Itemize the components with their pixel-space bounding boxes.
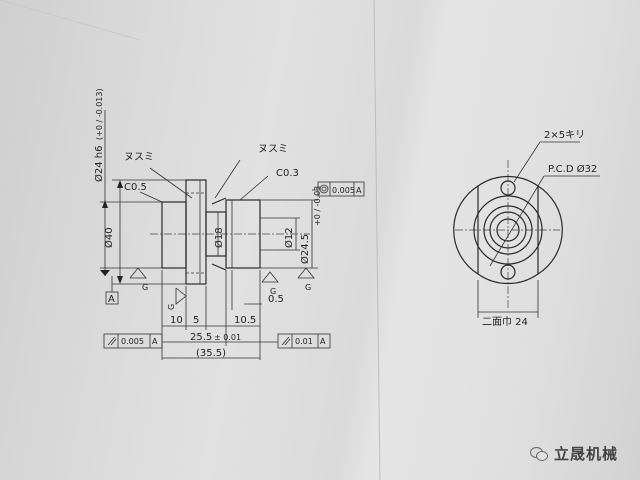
pcd-label: P.C.D Ø32	[548, 163, 597, 175]
dia-24-5-label: Ø24.5	[299, 234, 311, 264]
runout-right-value: 0.01	[295, 337, 313, 346]
end-outer-circle	[473, 195, 543, 265]
left-shaft-section	[161, 201, 187, 269]
dim-dia-24	[100, 110, 162, 276]
dia-24-label: Ø24 h6	[93, 146, 105, 182]
end-view	[453, 141, 600, 318]
chamfer-right-label: C0.3	[276, 168, 299, 179]
finish-g-4: G	[305, 283, 311, 292]
dia-24-5-tolerance: +0 / -0.03	[313, 186, 322, 226]
deburr-left-label: ヌスミ	[124, 152, 154, 163]
concentricity-frame	[317, 181, 365, 197]
dia-40-label: Ø40	[103, 227, 115, 248]
holes-label: 2×5キリ	[544, 130, 585, 141]
paper-fold-line	[373, 0, 381, 480]
concentricity-datum: A	[356, 186, 362, 195]
runout-left-value: 0.005	[121, 337, 144, 346]
runout-right-datum: A	[320, 337, 326, 346]
dia-18-label: Ø18	[213, 227, 225, 248]
horizontal-dimensions	[161, 270, 262, 360]
dim-5: 5	[193, 315, 199, 326]
dim-35-5: (35.5)	[196, 348, 226, 359]
deburr-right-label: ヌスミ	[258, 144, 288, 155]
concentricity-value: 0.005	[332, 186, 355, 195]
dim-10-5: 10.5	[234, 315, 256, 326]
datum-a-label: A	[108, 294, 115, 305]
dim-10: 10	[170, 315, 183, 326]
wechat-icon	[530, 446, 548, 461]
chamfer-left-label: C0.5	[124, 182, 147, 193]
flat-width-label: 二面巾 24	[482, 315, 528, 328]
datum-a-marker	[105, 276, 119, 305]
watermark: 立晟机械	[530, 440, 640, 466]
paper-crease	[0, 0, 141, 41]
finish-mark-2	[175, 287, 187, 305]
bolt-hole-top	[500, 180, 516, 196]
finish-g-1: G	[142, 283, 148, 292]
finish-g-3: G	[270, 287, 276, 296]
finish-mark-4	[297, 267, 315, 279]
bolt-hole-bottom	[500, 264, 516, 280]
dim-25-5: 25.5	[190, 332, 212, 343]
finish-mark-3	[261, 271, 279, 283]
dia-12-label: Ø12	[283, 227, 295, 248]
dim-25-5-tol: ± 0.01	[214, 333, 241, 342]
runout-frame-right	[260, 333, 331, 349]
finish-mark-1	[129, 267, 147, 279]
dim-0-5: 0.5	[268, 294, 284, 305]
right-shaft-section	[225, 199, 261, 269]
watermark-text: 立晟机械	[554, 444, 619, 463]
shaft-side-view	[150, 179, 310, 285]
dim-dia-40	[112, 179, 186, 285]
dia-24-tolerance: (+0 / -0.013)	[95, 88, 104, 140]
runout-left-datum: A	[152, 337, 158, 346]
runout-frame-left	[103, 333, 163, 349]
finish-g-2: G	[167, 304, 176, 310]
